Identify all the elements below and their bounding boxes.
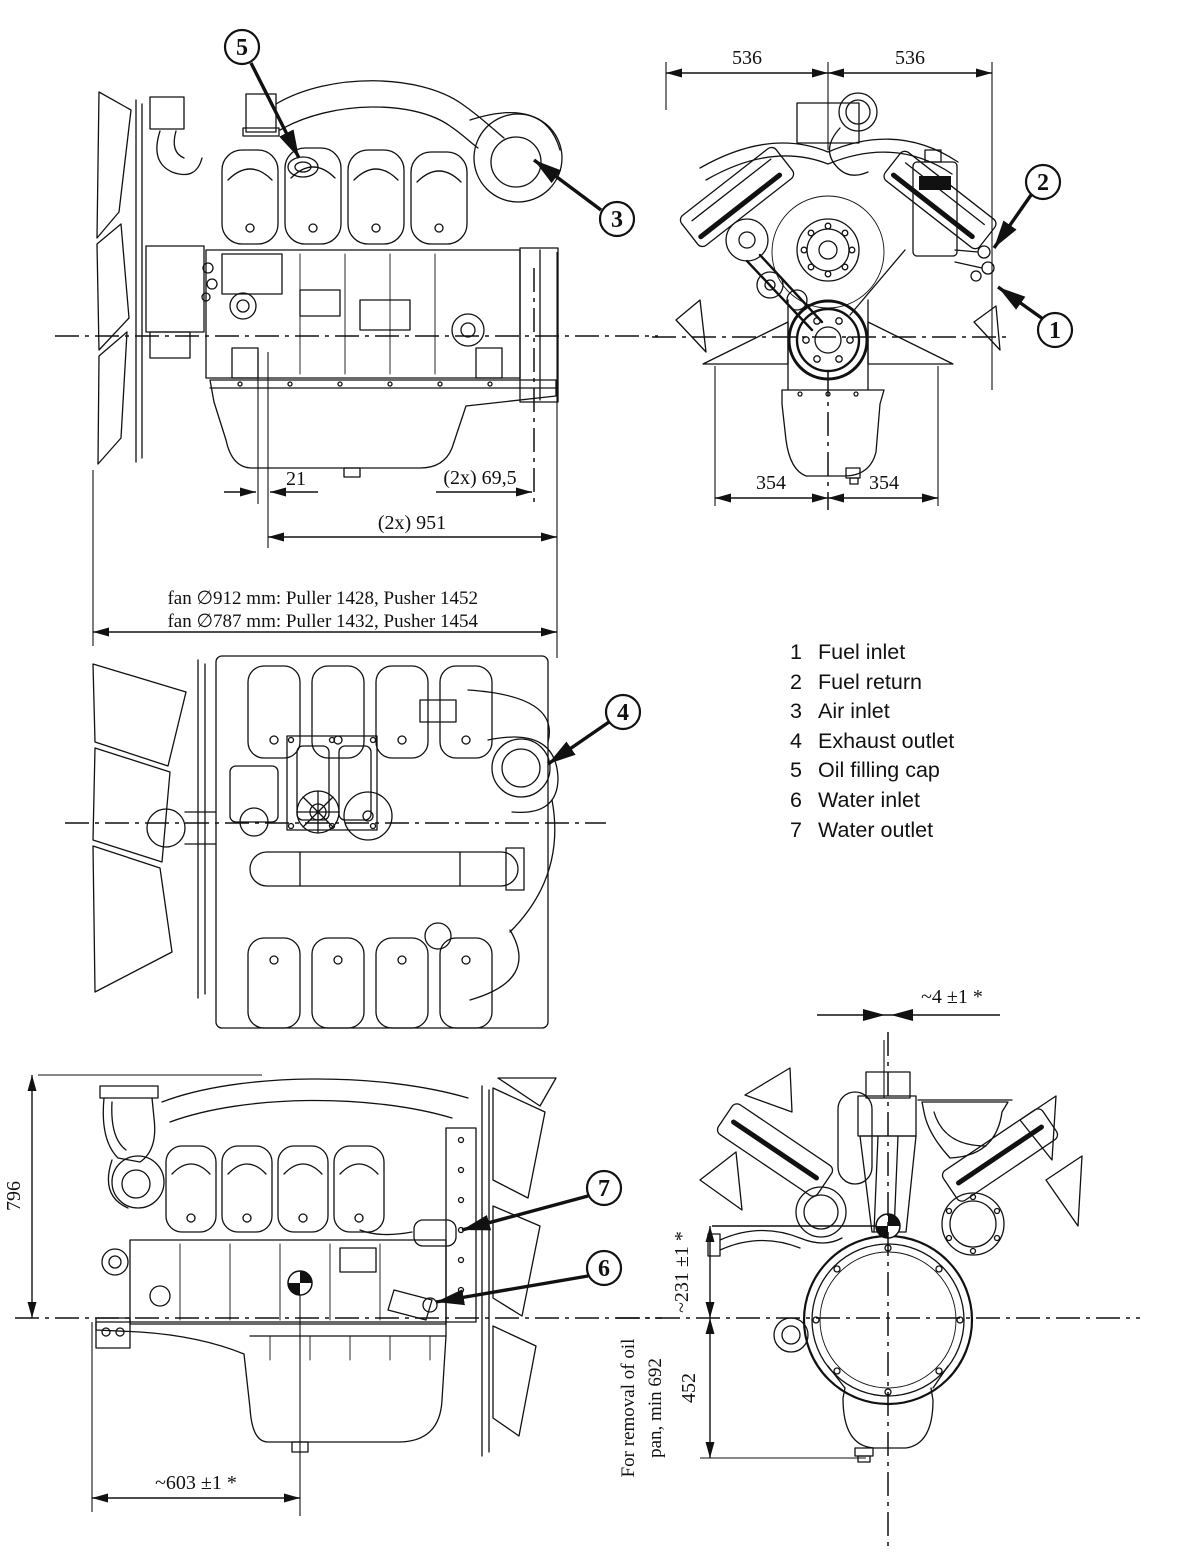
fan-blades-icon: [96, 91, 143, 465]
air-pipe-top: [161, 1078, 469, 1123]
note-line-2: pan, min 692: [645, 1358, 666, 1458]
callout-5-oil-filling-cap: 5: [223, 28, 301, 159]
dim-fan-length: fan ∅912 mm: Puller 1428, Pusher 1452 fa…: [92, 470, 557, 646]
valve-covers-bottom: [165, 1145, 385, 1233]
legend-num-1: 1: [790, 640, 802, 664]
oil-pan-removal-note: For removal of oil pan, min 692: [618, 1339, 666, 1478]
dim-69-5: (2x) 69,5: [436, 252, 558, 658]
dim-452-label: 452: [678, 1373, 700, 1403]
exhaust-elbow-icon: [99, 1085, 165, 1209]
legend: 1 Fuel inlet 2 Fuel return 3 Air inlet 4…: [790, 640, 954, 842]
dim-354-left-label: 354: [756, 472, 786, 494]
dim-69-5-label: (2x) 69,5: [443, 467, 516, 489]
callout-7-number: 7: [598, 1176, 610, 1202]
legend-label-fuel-inlet: Fuel inlet: [818, 640, 905, 664]
legend-label-oil-filling-cap: Oil filling cap: [818, 758, 940, 782]
center-of-gravity-symbol: [287, 1270, 313, 1516]
callout-1-number: 1: [1049, 318, 1061, 344]
legend-label-fuel-return: Fuel return: [818, 670, 922, 694]
legend-num-2: 2: [790, 670, 802, 694]
dim-796-label: 796: [3, 1181, 25, 1211]
legend-label-exhaust-outlet: Exhaust outlet: [818, 729, 954, 753]
oil-filling-cap-icon: [287, 156, 319, 178]
oil-pan-side: [209, 379, 557, 478]
dim-452: 452: [678, 1318, 866, 1459]
view-top: 4: [65, 655, 642, 1029]
dim-21: 21: [224, 352, 318, 548]
top-fan-blades-icon: [92, 659, 206, 999]
fan-note-line1: fan ∅912 mm: Puller 1428, Pusher 1452: [167, 588, 478, 609]
dim-603: ~603 ±1 *: [91, 1322, 300, 1512]
view-side-left: 21 (2x) 69,5 (2x) 951 fan ∅912 mm: Pulle…: [55, 28, 658, 658]
water-inlet-elbow-icon: [387, 1289, 438, 1321]
dim-536-left: 536: [665, 47, 993, 390]
dim-603-label: ~603 ±1 *: [155, 1472, 237, 1494]
water-outlet-fitting-icon: [359, 1219, 457, 1247]
callout-1-fuel-inlet: 1: [997, 285, 1074, 349]
callout-2-fuel-return: 2: [992, 163, 1062, 249]
legend-label-air-inlet: Air inlet: [818, 699, 890, 723]
dim-951-label: (2x) 951: [378, 512, 446, 534]
view-front: 536 536 354 354 2 1: [652, 47, 1074, 510]
legend-num-6: 6: [790, 788, 802, 812]
dim-231: ~231 ±1 *: [671, 1226, 715, 1318]
top-engine-art: [146, 655, 556, 1029]
callout-3-number: 3: [611, 207, 623, 233]
legend-num-5: 5: [790, 758, 802, 782]
oil-pan-bottom: [95, 1321, 447, 1453]
view-rear: ~4 ±1 * ~231 ±1 * 452 For removal of oil…: [616, 986, 1140, 1548]
rear-fan-blades-icon: [481, 1077, 557, 1457]
exhaust-stack-icon: [149, 96, 203, 176]
legend-num-3: 3: [790, 699, 802, 723]
dim-4-label: ~4 ±1 *: [921, 986, 983, 1008]
dim-231-label: ~231 ±1 *: [671, 1231, 693, 1313]
dim-21-label: 21: [286, 468, 306, 490]
callout-7-water-outlet: 7: [461, 1169, 623, 1232]
dim-536-left-label: 536: [732, 47, 762, 69]
legend-num-4: 4: [790, 729, 802, 753]
dim-4-offset: ~4 ±1 *: [817, 986, 1000, 1098]
legend-label-water-inlet: Water inlet: [818, 788, 920, 812]
dim-796: 796: [3, 1074, 262, 1318]
callout-3-air-inlet: 3: [532, 158, 636, 238]
air-inlet-turbo-icon: [469, 112, 563, 203]
callout-4-exhaust-outlet: 4: [547, 693, 642, 766]
dim-536-right-label: 536: [895, 47, 925, 69]
dim-354-right-label: 354: [869, 472, 899, 494]
legend-num-7: 7: [790, 818, 802, 842]
dim-354-left: 354: [714, 366, 939, 506]
rear-engine-art: [699, 1067, 1083, 1463]
air-intake-duct: [242, 80, 505, 149]
view-side-right: 796 ~603 ±1 * 7 6: [3, 1074, 662, 1516]
callout-6-number: 6: [598, 1256, 610, 1282]
note-line-1: For removal of oil: [618, 1339, 639, 1478]
front-bracket: [145, 245, 218, 359]
callout-2-number: 2: [1037, 170, 1049, 196]
front-engine-art: [675, 92, 1001, 485]
valve-covers: [221, 147, 468, 245]
legend-label-water-outlet: Water outlet: [818, 818, 933, 842]
exhaust-outlet-turbo-icon: [487, 736, 559, 814]
center-of-gravity-symbol-rear: [712, 1213, 901, 1239]
dim-354-right: 354: [828, 472, 938, 503]
engine-block-side: [205, 247, 559, 403]
callout-4-number: 4: [617, 700, 629, 726]
callout-5-number: 5: [236, 35, 248, 61]
fuel-connectors-icon: [954, 245, 995, 282]
dim-951: (2x) 951: [268, 512, 557, 542]
dim-536-right: 536: [828, 47, 992, 78]
fan-note-line2: fan ∅787 mm: Puller 1432, Pusher 1454: [167, 611, 478, 632]
callout-6-water-inlet: 6: [435, 1249, 623, 1306]
